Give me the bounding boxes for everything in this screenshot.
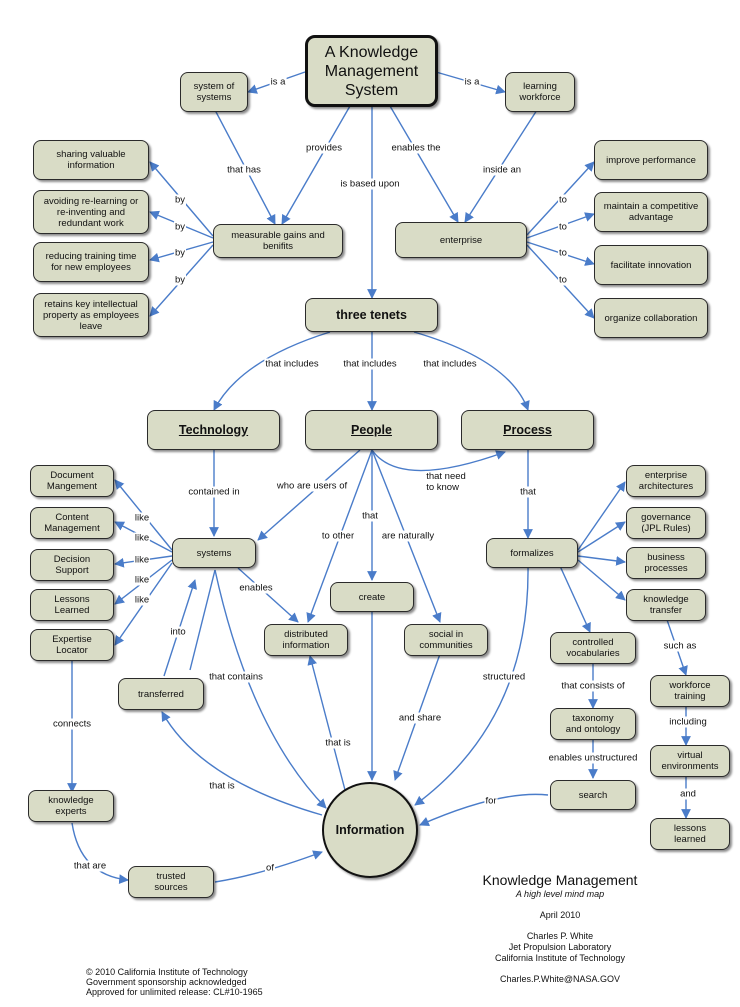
node-workforce-training: workforce training xyxy=(650,675,730,707)
node-trusted-sources: trusted sources xyxy=(128,866,214,898)
copyright-block: © 2010 California Institute of Technolog… xyxy=(86,967,263,997)
node-system-of-systems: system of systems xyxy=(180,72,248,112)
label-like-1: like xyxy=(133,512,151,524)
node-sharing-info: sharing valuable information xyxy=(33,140,149,180)
label-is-a-right: is a xyxy=(463,76,481,88)
label-that-is-2: that is xyxy=(208,780,236,792)
node-formalizes: formalizes xyxy=(486,538,578,568)
node-process: Process xyxy=(461,410,594,450)
node-search: search xyxy=(550,780,636,810)
label-that-consists-of: that consists of xyxy=(560,680,626,692)
label-by-4: by xyxy=(173,274,187,286)
label-like-2: like xyxy=(133,532,151,544)
node-systems: systems xyxy=(172,538,256,568)
label-to-1: to xyxy=(558,194,568,206)
label-structured: structured xyxy=(481,671,527,683)
label-that-includes-3: that includes xyxy=(422,358,478,370)
label-to-2: to xyxy=(558,221,568,233)
node-people: People xyxy=(305,410,438,450)
label-of: of xyxy=(265,862,275,874)
node-three-tenets: three tenets xyxy=(305,298,438,332)
node-create: create xyxy=(330,582,414,612)
node-transferred: transferred xyxy=(118,678,204,710)
label-to-4: to xyxy=(558,274,568,286)
label-into: into xyxy=(169,626,187,638)
label-to-3: to xyxy=(558,247,568,259)
node-organize-collaboration: organize collaboration xyxy=(594,298,708,338)
node-lessons-learned: Lessons Learned xyxy=(30,589,114,621)
node-reducing-training: reducing training time for new employees xyxy=(33,242,149,282)
label-that-includes-1: that includes xyxy=(264,358,320,370)
credits-block: Knowledge Management A high level mind m… xyxy=(460,872,660,985)
copyright-line-2: Government sponsorship acknowledged xyxy=(86,977,247,987)
node-facilitate-innovation: facilitate innovation xyxy=(594,245,708,285)
label-that-process: that xyxy=(519,486,537,498)
label-that-is-1: that is xyxy=(324,737,352,749)
node-controlled-vocabularies: controlled vocabularies xyxy=(550,632,636,664)
credits-title: Knowledge Management xyxy=(482,872,638,888)
label-provides: provides xyxy=(305,142,343,154)
credits-email: Charles.P.White@NASA.GOV xyxy=(499,974,620,984)
label-that-need-to-know: that need to know xyxy=(425,471,467,493)
label-that-contains: that contains xyxy=(208,671,264,683)
label-who-are-users-of: who are users of xyxy=(275,480,349,492)
copyright-line-3: Approved for unlimited release: CL#10-19… xyxy=(86,987,263,997)
node-maintain-advantage: maintain a competitive advantage xyxy=(594,192,708,232)
node-enterprise: enterprise xyxy=(395,222,527,258)
node-document-management: Document Mangement xyxy=(30,465,114,497)
node-information: Information xyxy=(322,782,418,878)
label-such-as: such as xyxy=(662,640,698,652)
label-like-4: like xyxy=(133,574,151,586)
node-measurable-gains: measurable gains and benifits xyxy=(213,224,343,258)
node-knowledge-management-system: A Knowledge Management System xyxy=(305,35,438,107)
node-improve-performance: improve performance xyxy=(594,140,708,180)
node-decision-support: Decision Support xyxy=(30,549,114,581)
label-by-2: by xyxy=(173,221,187,233)
label-and: and xyxy=(679,788,697,800)
label-inside-an: inside an xyxy=(481,164,523,176)
node-taxonomy-ontology: taxonomy and ontology xyxy=(550,708,636,740)
label-is-based-upon: is based upon xyxy=(339,178,401,190)
node-social-communities: social in communities xyxy=(404,624,488,656)
node-content-management: Content Management xyxy=(30,507,114,539)
node-learning-workforce: learning workforce xyxy=(505,72,575,112)
node-knowledge-experts: knowledge experts xyxy=(28,790,114,822)
label-that-are: that are xyxy=(72,860,108,872)
node-expertise-locator: Expertise Locator xyxy=(30,629,114,661)
node-lessons-learned-2: lessons learned xyxy=(650,818,730,850)
node-knowledge-transfer: knowledge transfer xyxy=(626,589,706,621)
label-by-3: by xyxy=(173,247,187,259)
label-connects: connects xyxy=(51,718,93,730)
label-are-naturally: are naturally xyxy=(380,530,436,542)
label-including: including xyxy=(668,716,708,728)
label-by-1: by xyxy=(173,194,187,206)
label-is-a-left: is a xyxy=(269,76,287,88)
credits-author: Charles P. White xyxy=(526,931,594,941)
label-contained-in: contained in xyxy=(187,486,241,498)
node-avoiding-relearning: avoiding re-learning or re-inventing and… xyxy=(33,190,149,234)
label-that-people: that xyxy=(361,510,379,522)
node-governance: governance (JPL Rules) xyxy=(626,507,706,539)
label-enables: enables xyxy=(238,582,274,594)
label-like-5: like xyxy=(133,594,151,606)
node-distributed-information: distributed information xyxy=(264,624,348,656)
node-enterprise-architectures: enterprise architectures xyxy=(626,465,706,497)
credits-date: April 2010 xyxy=(539,910,581,920)
label-enables-unstructured: enables unstructured xyxy=(547,752,639,764)
copyright-line-1: © 2010 California Institute of Technolog… xyxy=(86,967,248,977)
label-that-includes-2: that includes xyxy=(342,358,398,370)
node-retains-ip: retains key intellectual property as emp… xyxy=(33,293,149,337)
credits-org1: Jet Propulsion Laboratory xyxy=(508,942,612,952)
label-enables-the: enables the xyxy=(390,142,442,154)
node-technology: Technology xyxy=(147,410,280,450)
label-to-other: to other xyxy=(320,530,356,542)
credits-org2: California Institute of Technology xyxy=(495,953,625,963)
label-that-has: that has xyxy=(226,164,262,176)
label-and-share: and share xyxy=(397,712,443,724)
label-for: for xyxy=(484,795,498,807)
credits-subtitle: A high level mind map xyxy=(515,889,605,899)
label-like-3: like xyxy=(133,554,151,566)
node-virtual-environments: virtual environments xyxy=(650,745,730,777)
node-business-processes: business processes xyxy=(626,547,706,579)
